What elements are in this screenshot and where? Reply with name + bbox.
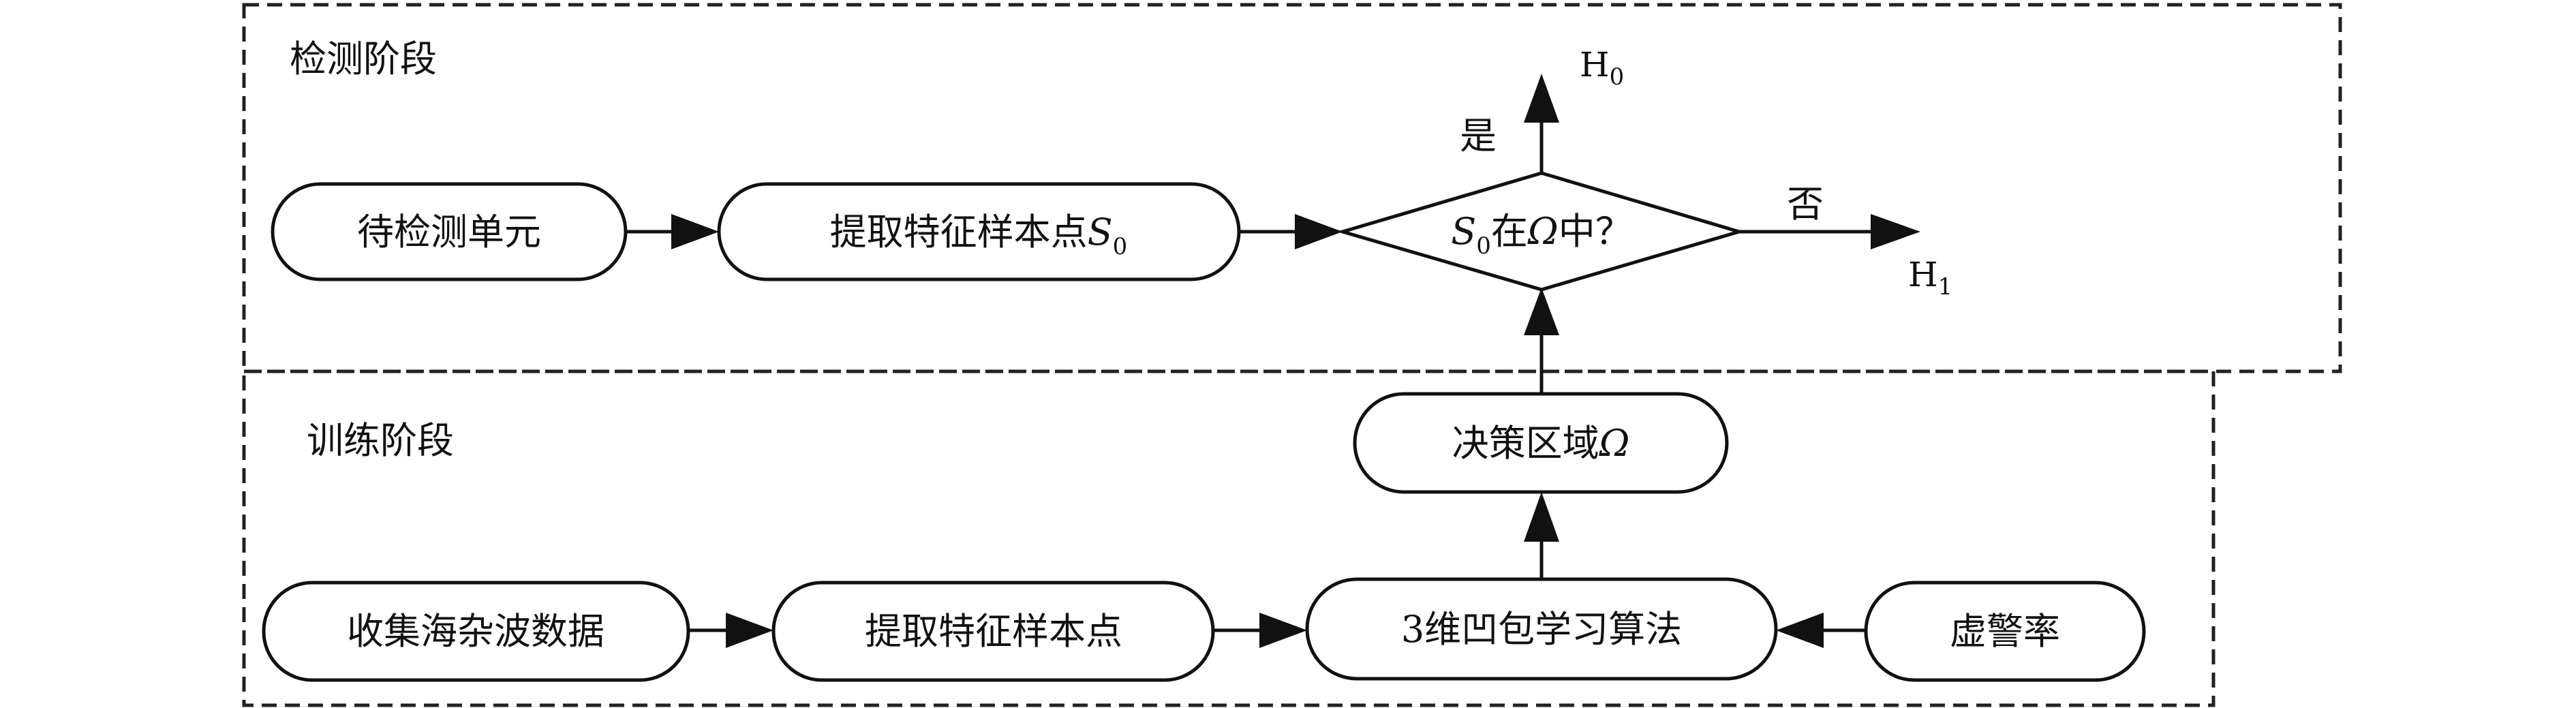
node-cell: 待检测单元 (271, 182, 628, 281)
node-decision: S0在Ω中？ (1336, 171, 1745, 292)
node-decision-text-b: 中？ (1559, 210, 1632, 253)
node-decision-label: S0在Ω中？ (1451, 210, 1631, 260)
output-h0-subscript: 0 (1610, 63, 1625, 91)
node-extract: 提取特征样本点 (771, 581, 1215, 682)
node-far: 虚警率 (1864, 581, 2146, 682)
node-region-text: 决策区域 (1452, 422, 1599, 465)
arrowhead-algo-to-region (1524, 492, 1559, 542)
node-extract-label: 提取特征样本点 (865, 610, 1122, 653)
node-region: 决策区域Ω (1353, 392, 1729, 494)
training-stage-region (242, 369, 2215, 707)
output-h0-main: H (1580, 45, 1610, 84)
node-algo-label: 3维凹包学习算法 (1401, 608, 1682, 651)
arrowhead-cell-to-extract (671, 214, 719, 249)
node-region-label: 决策区域Ω (1452, 422, 1630, 465)
node-extract-s0-label: 提取特征样本点S0 (830, 211, 1128, 260)
node-decision-omega: Ω (1527, 210, 1559, 253)
arrowhead-far-to-algo (1776, 613, 1824, 648)
arrowhead-decision-to-h1 (1871, 214, 1920, 249)
branch-label-no: 否 (1787, 183, 1824, 226)
arrowhead-extract-to-decision (1295, 214, 1343, 249)
output-h1-subscript: 1 (1938, 273, 1953, 301)
arrowhead-region-to-decision (1524, 288, 1559, 335)
node-extract-shape (771, 581, 1215, 682)
arrowhead-collect-to-extract (726, 613, 773, 648)
node-decision-symbol: S (1451, 210, 1476, 253)
node-far-shape (1864, 581, 2146, 682)
output-h1-main: H (1908, 255, 1938, 294)
arrowhead-decision-to-h0 (1524, 74, 1559, 123)
node-decision-text-a: 在 (1491, 210, 1528, 253)
node-region-omega: Ω (1599, 422, 1630, 465)
node-collect-label: 收集海杂波数据 (347, 610, 604, 653)
node-cell-shape (271, 182, 628, 281)
node-far-label: 虚警率 (1950, 610, 2060, 653)
node-decision-subscript: 0 (1476, 232, 1491, 260)
output-h0: H0 (1580, 45, 1624, 91)
node-region-shape (1353, 392, 1729, 494)
node-extract-s0: 提取特征样本点S0 (717, 182, 1241, 281)
node-algo-shape (1305, 577, 1778, 681)
node-extract-s0-symbol: S (1088, 211, 1113, 253)
node-extract-s0-shape (717, 182, 1241, 281)
training-stage-label: 训练阶段 (307, 419, 454, 462)
detection-stage-label: 检测阶段 (290, 37, 437, 80)
node-extract-s0-subscript: 0 (1113, 233, 1128, 260)
arrowhead-extract-to-algo (1259, 613, 1307, 648)
node-decision-shape (1336, 171, 1745, 292)
node-cell-label: 待检测单元 (357, 211, 541, 253)
output-h1: H1 (1908, 255, 1952, 301)
node-extract-s0-text: 提取特征样本点 (830, 211, 1088, 253)
branch-label-yes: 是 (1460, 114, 1497, 157)
node-collect: 收集海杂波数据 (262, 581, 690, 682)
node-algo: 3维凹包学习算法 (1305, 577, 1778, 681)
node-collect-shape (262, 581, 690, 682)
